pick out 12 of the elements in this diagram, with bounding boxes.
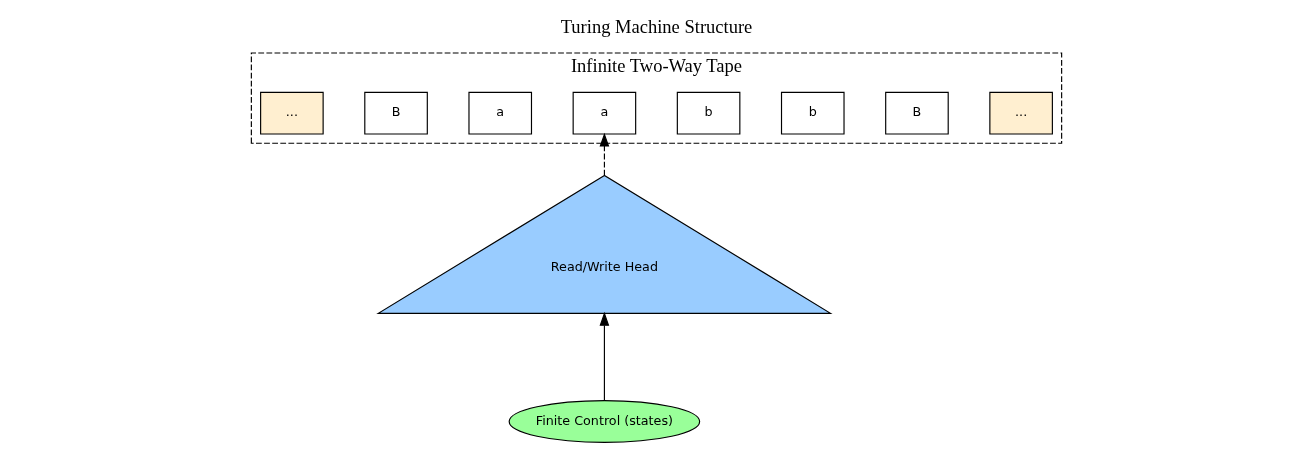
node-box: a (572, 91, 636, 135)
node-box: a (467, 91, 532, 135)
node-box: ... (259, 91, 324, 135)
node-box: B (884, 91, 949, 135)
arrow (599, 311, 609, 401)
arrow (599, 132, 609, 176)
node-box: b (780, 91, 845, 135)
diagram-title: Turing Machine Structure (560, 15, 752, 37)
node-box: B (363, 91, 428, 135)
node-box: b (676, 91, 740, 135)
node-ellipse: Finite Control (states) (508, 399, 700, 443)
node-box: ... (988, 91, 1053, 135)
